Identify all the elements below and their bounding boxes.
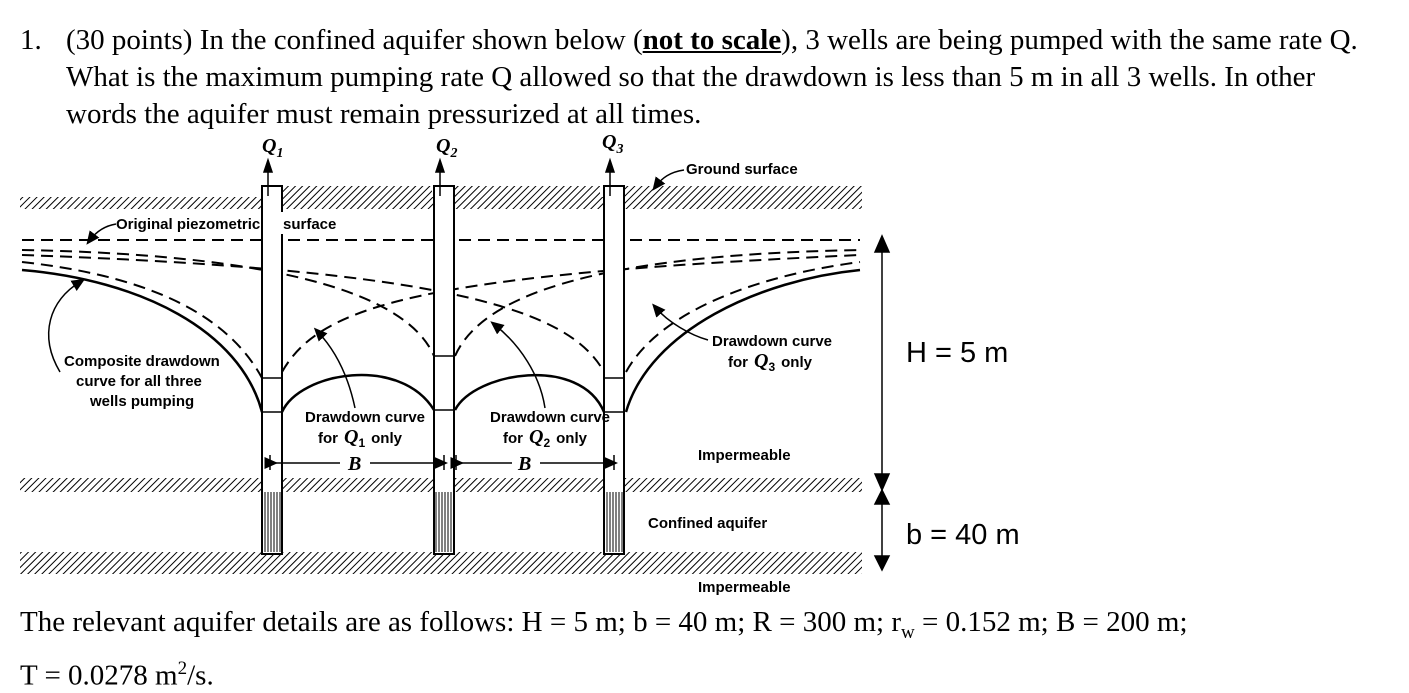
well-3 (603, 185, 625, 555)
drawdown-q2-line1: Drawdown curve (490, 409, 610, 426)
ground-surface-label: Ground surface (686, 161, 798, 178)
drawdown-q1-leader (313, 327, 356, 409)
details-text-b: = 0.152 m; B = 200 m; (914, 606, 1188, 638)
drawdown-q1-line1: Drawdown curve (305, 409, 425, 426)
problem-body: (30 points) In the confined aquifer show… (66, 22, 1386, 133)
well-1 (261, 185, 283, 555)
piezometric-leader (86, 223, 117, 245)
b-dimension (873, 488, 891, 572)
ground-surface-layer (20, 186, 862, 209)
details-text-c: T = 0.0278 m (20, 659, 178, 692)
spacing-dimension-2 (450, 455, 618, 470)
drawdown-q3-leader (652, 303, 709, 341)
drawdown-q3-line1: Drawdown curve (712, 333, 832, 350)
details-line-2: T = 0.0278 m2/s. (20, 651, 1400, 693)
problem-number: 1. (20, 24, 42, 56)
composite-drawdown-curves (21, 268, 861, 413)
spacing-dimension-1 (264, 455, 448, 470)
drawdown-q2-leader (490, 321, 546, 409)
ground-surface-leader (652, 169, 685, 191)
problem-text-2: ), 3 wells are being pumped with the sam… (66, 24, 1358, 130)
h-label: H = 5 m (906, 337, 1008, 369)
well-label-q3: Q3 (602, 131, 623, 157)
impermeable-bottom-label: Impermeable (698, 579, 791, 596)
details-text-d: /s. (187, 659, 214, 692)
confined-aquifer-label: Confined aquifer (648, 515, 767, 532)
spacing-label-2: B (517, 453, 531, 475)
individual-drawdown-curves (21, 249, 861, 379)
surface-label: surface (283, 216, 336, 233)
h-dimension (873, 234, 891, 492)
composite-label-line3: wells pumping (89, 393, 194, 410)
well-2 (433, 185, 455, 555)
pumping-arrows (262, 157, 616, 196)
problem-points: (30 points) (66, 24, 193, 56)
well-label-q2: Q2 (436, 135, 457, 161)
lower-impermeable-layer (20, 552, 862, 574)
details-line-1: The relevant aquifer details are as foll… (20, 604, 1400, 651)
problem-emphasis: not to scale (642, 24, 782, 56)
composite-label-line1: Composite drawdown (64, 353, 220, 370)
details-superscript: 2 (177, 657, 188, 679)
b-label: b = 40 m (906, 519, 1020, 551)
composite-label-line2: curve for all three (76, 373, 202, 390)
well-label-q1: Q1 (262, 135, 283, 161)
original-piezometric-label: Original piezometric (116, 216, 260, 233)
problem-text-1: In the confined aquifer shown below ( (192, 24, 643, 56)
details-subscript: w (901, 621, 915, 643)
composite-leader (47, 278, 86, 373)
details-text-a: The relevant aquifer details are as foll… (20, 606, 902, 638)
impermeable-top-label: Impermeable (698, 447, 791, 464)
aquifer-details: The relevant aquifer details are as foll… (20, 604, 1400, 693)
spacing-label-1: B (347, 453, 361, 475)
